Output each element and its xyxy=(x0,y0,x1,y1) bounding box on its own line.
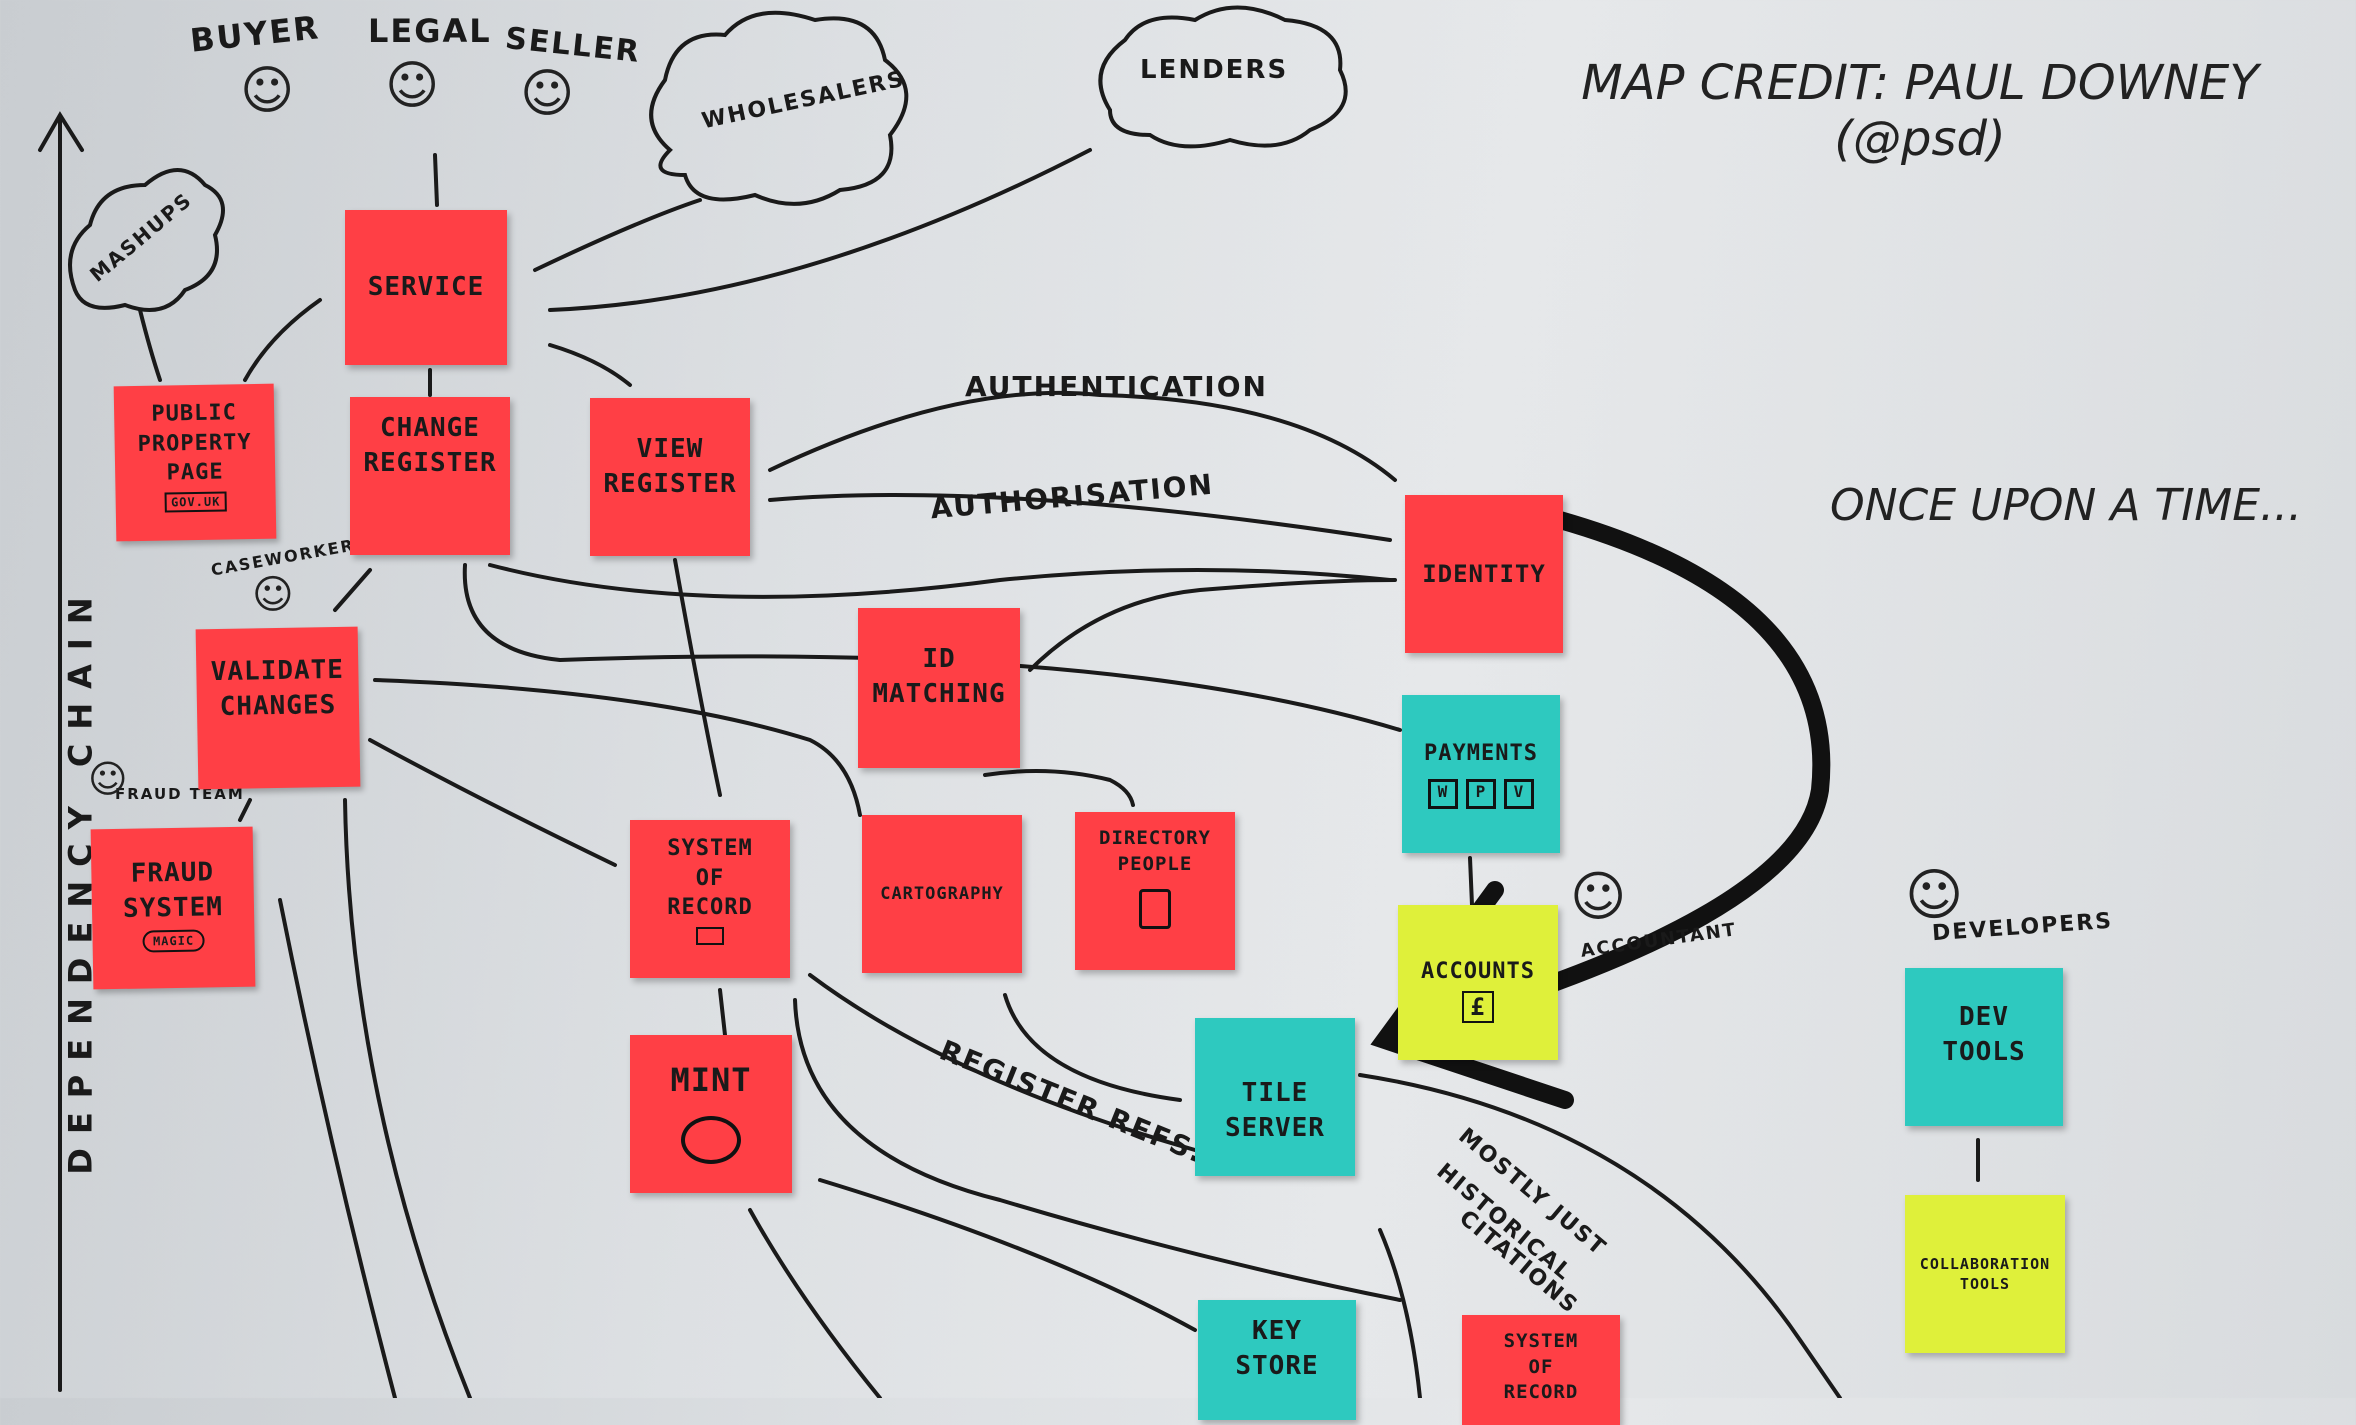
map-credit-line1: MAP CREDIT: PAUL DOWNEY xyxy=(1581,55,2259,111)
note-validate-changes-text: VALIDATE CHANGES xyxy=(210,654,345,723)
note-key-store-text: KEY STORE xyxy=(1235,1316,1319,1382)
note-fraud-system-text: FRAUD SYSTEM xyxy=(122,857,224,924)
note-fraud-system[interactable]: FRAUD SYSTEM MAGIC xyxy=(90,826,256,990)
note-payments-text: PAYMENTS xyxy=(1424,741,1538,766)
legal-person-icon: ☺ xyxy=(385,56,440,116)
note-identity[interactable]: IDENTITY xyxy=(1405,495,1563,653)
payment-v-icon: V xyxy=(1504,778,1534,809)
note-id-matching-text: ID MATCHING xyxy=(872,644,1006,710)
note-change-register-text: CHANGE REGISTER xyxy=(363,413,497,479)
note-directory-people-text: DIRECTORY PEOPLE xyxy=(1099,827,1211,875)
note-dev-tools[interactable]: DEV TOOLS xyxy=(1905,968,2063,1126)
gov-uk-badge: GOV.UK xyxy=(164,491,227,513)
note-view-register[interactable]: VIEW REGISTER xyxy=(590,398,750,556)
pound-sign-icon: £ xyxy=(1462,990,1494,1023)
note-view-register-text: VIEW REGISTER xyxy=(603,434,737,500)
cloud-lenders-icon xyxy=(1098,5,1348,149)
note-payments[interactable]: PAYMENTS W P V xyxy=(1402,695,1560,853)
fraud-team-person-icon: ☺ xyxy=(88,757,128,801)
note-cartography[interactable]: CARTOGRAPHY xyxy=(862,815,1022,973)
note-accounts[interactable]: ACCOUNTS £ xyxy=(1398,905,1558,1060)
map-credit: MAP CREDIT: PAUL DOWNEY (@psd) xyxy=(1540,55,2300,167)
accountant-person-icon: ☺ xyxy=(1570,865,1627,928)
cloud-lenders-label: LENDERS xyxy=(1140,55,1289,85)
note-collaboration-tools-text: COLLABORATION TOOLS xyxy=(1919,1254,2051,1293)
buyer-person-icon: ☺ xyxy=(240,61,295,121)
note-mint-text: MINT xyxy=(670,1061,752,1099)
magic-cloud-badge: MAGIC xyxy=(142,929,205,953)
note-change-register[interactable]: CHANGE REGISTER xyxy=(350,397,510,555)
note-system-of-record[interactable]: SYSTEM OF RECORD xyxy=(630,820,790,978)
note-system-of-record-2-text: SYSTEM OF RECORD xyxy=(1503,1330,1579,1404)
caption: ONCE UPON A TIME... xyxy=(1830,480,2302,531)
coin-icon xyxy=(681,1116,741,1165)
note-system-of-record-2[interactable]: SYSTEM OF RECORD xyxy=(1462,1315,1620,1425)
note-tile-server[interactable]: TILE SERVER xyxy=(1195,1018,1355,1176)
developers-person-icon: ☺ xyxy=(1905,863,1964,928)
payment-w-icon: W xyxy=(1428,778,1458,809)
note-identity-text: IDENTITY xyxy=(1422,559,1546,588)
note-public-property-page[interactable]: PUBLIC PROPERTY PAGE GOV.UK xyxy=(113,383,277,542)
actor-legal-label: LEGAL xyxy=(368,12,492,50)
note-cartography-text: CARTOGRAPHY xyxy=(880,883,1004,904)
note-validate-changes[interactable]: VALIDATE CHANGES xyxy=(195,626,361,790)
note-tile-server-text: TILE SERVER xyxy=(1225,1078,1325,1144)
note-accounts-text: ACCOUNTS xyxy=(1421,959,1535,984)
note-dev-tools-text: DEV TOOLS xyxy=(1942,1002,2026,1068)
directory-book-icon xyxy=(1139,889,1171,930)
cloud-mashups-icon xyxy=(68,168,225,312)
edge-authentication-label: AUTHENTICATION xyxy=(965,370,1268,403)
note-system-of-record-text: SYSTEM OF RECORD xyxy=(667,836,753,921)
note-collaboration-tools[interactable]: COLLABORATION TOOLS xyxy=(1905,1195,2065,1353)
seller-person-icon: ☺ xyxy=(520,64,575,124)
note-service-text: SERVICE xyxy=(367,271,485,302)
note-id-matching[interactable]: ID MATCHING xyxy=(858,608,1020,768)
map-credit-line2: (@psd) xyxy=(1834,111,2006,167)
note-mint[interactable]: MINT xyxy=(630,1035,792,1193)
record-book-icon xyxy=(696,927,724,946)
note-service[interactable]: SERVICE xyxy=(345,210,507,365)
actor-fraud-team-label: FRAUD TEAM xyxy=(115,785,245,803)
payment-p-icon: P xyxy=(1466,778,1496,809)
caseworker-person-icon: ☺ xyxy=(252,572,294,618)
note-directory-people[interactable]: DIRECTORY PEOPLE xyxy=(1075,812,1235,970)
cloud-wholesalers-icon xyxy=(649,10,909,206)
note-key-store[interactable]: KEY STORE xyxy=(1198,1300,1356,1420)
payment-methods: W P V xyxy=(1428,778,1534,809)
note-public-property-page-text: PUBLIC PROPERTY PAGE xyxy=(137,400,252,486)
axis-arrowhead xyxy=(38,111,84,152)
